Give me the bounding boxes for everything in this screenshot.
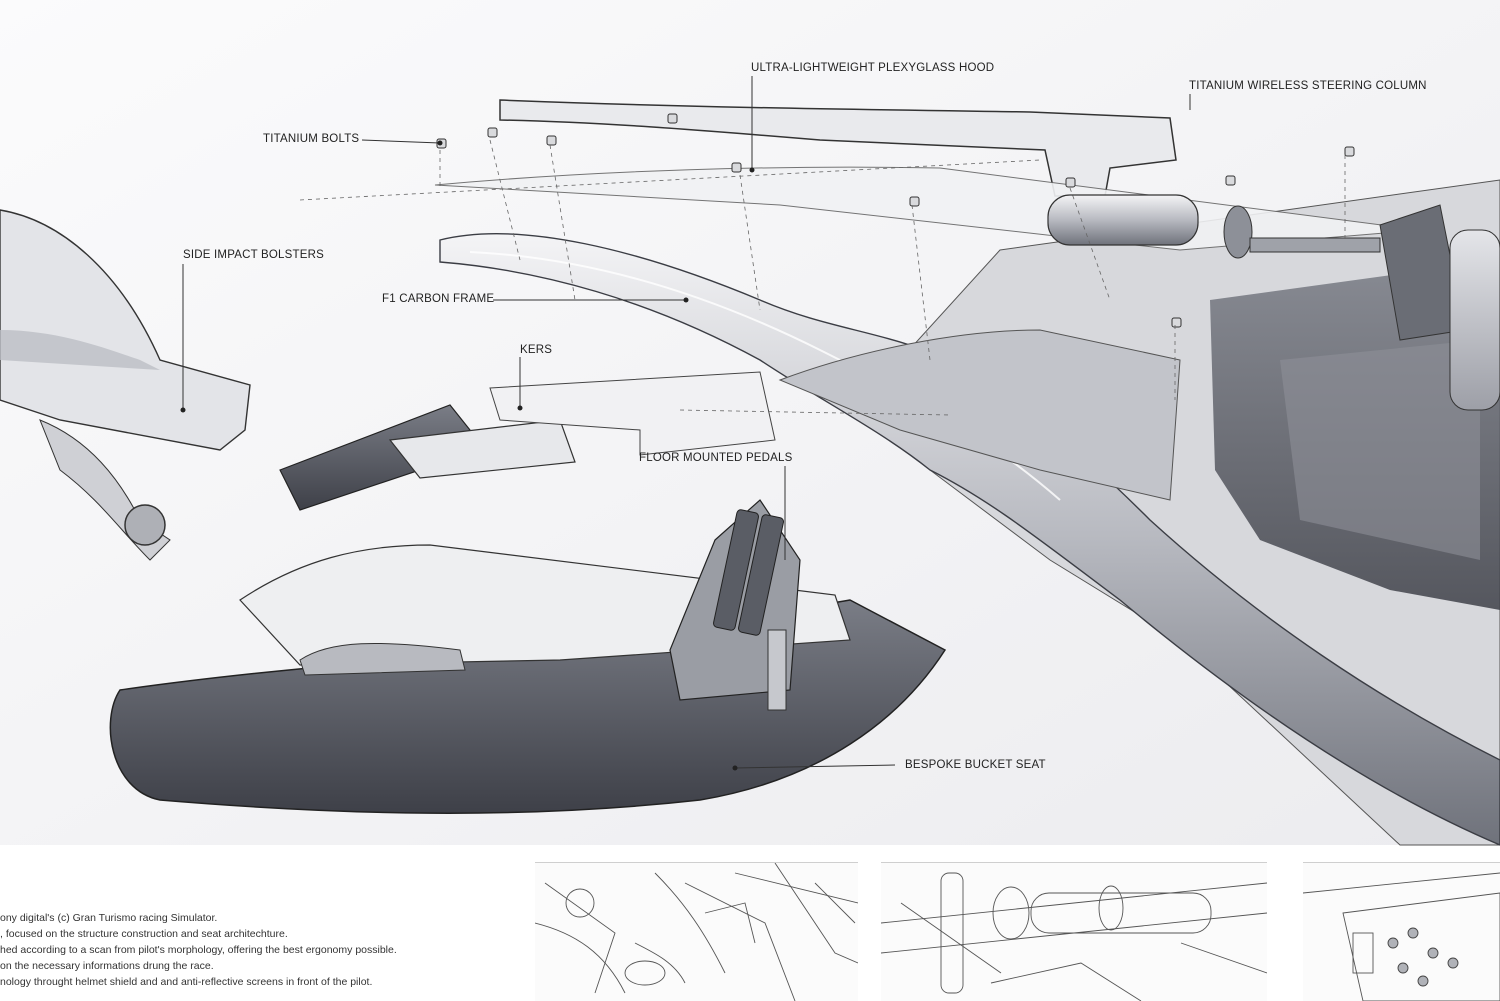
caption-line-5: nology throught helmet shield and and an…	[0, 976, 373, 988]
caption-line-3: hed according to a scan from pilot's mor…	[0, 944, 397, 956]
caption-line-2: , focused on the structure construction …	[0, 928, 288, 940]
steering-column-tube	[1047, 194, 1199, 246]
thumbnail-sketch-pedals	[1303, 862, 1500, 1001]
callout-floor-pedals: FLOOR MOUNTED PEDALS	[639, 452, 793, 464]
titanium-bolt-set	[436, 113, 1355, 328]
thumbnail-sketch-harness	[535, 862, 858, 1001]
side-impact-bolster	[0, 209, 251, 451]
floor-panel	[778, 329, 1181, 501]
tub-shadow	[1280, 340, 1480, 560]
exploded-cockpit-illustration	[0, 0, 1500, 846]
callout-leaders	[182, 76, 1191, 769]
steering-column-flange	[1223, 205, 1253, 259]
callout-bucket-seat: BESPOKE BUCKET SEAT	[905, 759, 1046, 771]
callout-steering-column: TITANIUM WIRELESS STEERING COLUMN	[1189, 80, 1427, 92]
caption-line-1: ony digital's (c) Gran Turismo racing Si…	[0, 912, 218, 924]
floor-mounted-pedals	[669, 499, 801, 711]
thumbnail-sketch-steering	[881, 862, 1267, 1001]
harness-buckle	[124, 504, 166, 546]
plexyglass-hood-panel	[499, 99, 1177, 197]
steering-upright	[1449, 229, 1500, 411]
callout-titanium-bolts: TITANIUM BOLTS	[263, 133, 360, 145]
steering-shaft	[1249, 237, 1381, 253]
callout-kers: KERS	[520, 344, 553, 356]
callout-hood: ULTRA-LIGHTWEIGHT PLEXYGLASS HOOD	[751, 62, 995, 74]
callout-side-impact-bolsters: SIDE IMPACT BOLSTERS	[183, 249, 324, 261]
caption-line-4: on the necessary informations drung the …	[0, 960, 214, 972]
callout-f1-carbon-frame: F1 CARBON FRAME	[382, 293, 495, 305]
